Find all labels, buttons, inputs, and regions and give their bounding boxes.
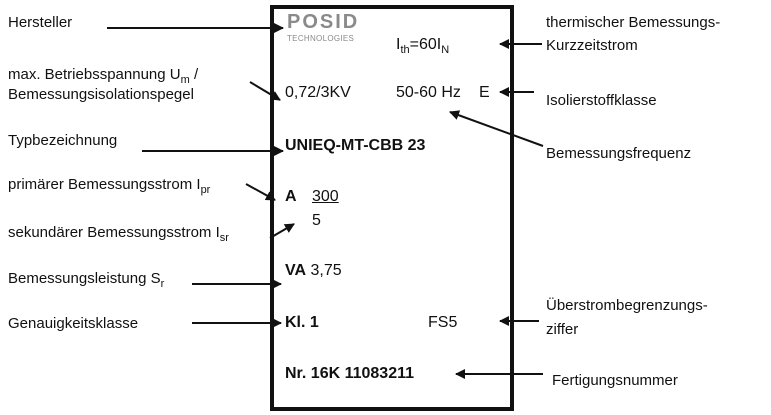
manufacturer-logo-subtitle: TECHNOLOGIES <box>287 34 355 43</box>
plate-serial: Nr. 16K 11083211 <box>285 365 415 382</box>
label-leistung-text: Bemessungsleistung S <box>8 270 161 287</box>
label-thermisch-line2: Kurzzeitstrom <box>546 37 638 54</box>
label-primaer-sub: pr <box>200 184 211 196</box>
label-primaer-text: primärer Bemessungsstrom I <box>8 176 201 193</box>
plate-power-unit: VA <box>285 262 307 279</box>
label-isolationspegel: Bemessungsisolationspegel <box>8 86 194 103</box>
plate-power-value: 3,75 <box>310 262 342 279</box>
plate-primary-current: 300 <box>312 188 339 205</box>
arrow-betriebsspannung <box>249 81 281 101</box>
manufacturer-logo: POSID <box>287 11 360 33</box>
plate-frequency: 50-60 Hz <box>396 84 461 101</box>
plate-voltage: 0,72/3KV <box>285 84 351 101</box>
label-ueberstrom-line1: Überstrombegrenzungs- <box>546 297 708 314</box>
label-betriebsspannung-sub: m <box>180 74 190 86</box>
label-typbezeichnung: Typbezeichnung <box>8 132 118 149</box>
label-genauigkeit: Genauigkeitsklasse <box>8 315 139 332</box>
plate-ith-sub: th <box>400 44 410 57</box>
label-primaer: primärer Bemessungsstrom Ipr <box>8 176 210 199</box>
plate-type: UNIEQ-MT-CBB 23 <box>285 137 426 154</box>
label-ueberstrom-line2: ziffer <box>546 321 579 338</box>
plate-fs: FS5 <box>428 314 458 331</box>
arrow-primaer <box>245 183 276 201</box>
label-sekundaer-text: sekundärer Bemessungsstrom I <box>8 224 220 241</box>
plate-secondary-current: 5 <box>312 212 321 229</box>
plate-insulation-class: E <box>479 84 490 101</box>
label-leistung-sub: r <box>160 278 165 290</box>
label-leistung: Bemessungsleistung Sr <box>8 270 164 293</box>
plate-ith-eq: =60I <box>409 36 442 53</box>
plate-current-unit: A <box>285 188 297 205</box>
label-sekundaer-sub: sr <box>219 232 229 244</box>
label-betriebsspannung-text: max. Betriebsspannung U <box>8 66 181 83</box>
label-frequenz: Bemessungsfrequenz <box>546 145 692 162</box>
label-sekundaer: sekundärer Bemessungsstrom Isr <box>8 224 229 247</box>
plate-power: VA 3,75 <box>285 262 342 280</box>
arrow-frequenz <box>449 110 544 147</box>
plate-ith-sub2: N <box>441 44 450 57</box>
plate-ith: Ith=60IN <box>396 36 449 59</box>
nameplate-frame <box>270 5 514 411</box>
plate-ith-i: I <box>396 36 401 53</box>
label-isolierstoff: Isolierstoffklasse <box>546 92 657 109</box>
arrow-sekundaer <box>269 223 295 239</box>
label-betriebsspannung: max. Betriebsspannung Um / <box>8 66 198 89</box>
label-fertigung: Fertigungsnummer <box>552 372 678 389</box>
label-thermisch-line1: thermischer Bemessungs- <box>546 14 721 31</box>
plate-accuracy: Kl. 1 <box>285 314 319 331</box>
label-hersteller: Hersteller <box>8 14 73 31</box>
label-betriebsspannung-slash: / <box>189 66 199 83</box>
